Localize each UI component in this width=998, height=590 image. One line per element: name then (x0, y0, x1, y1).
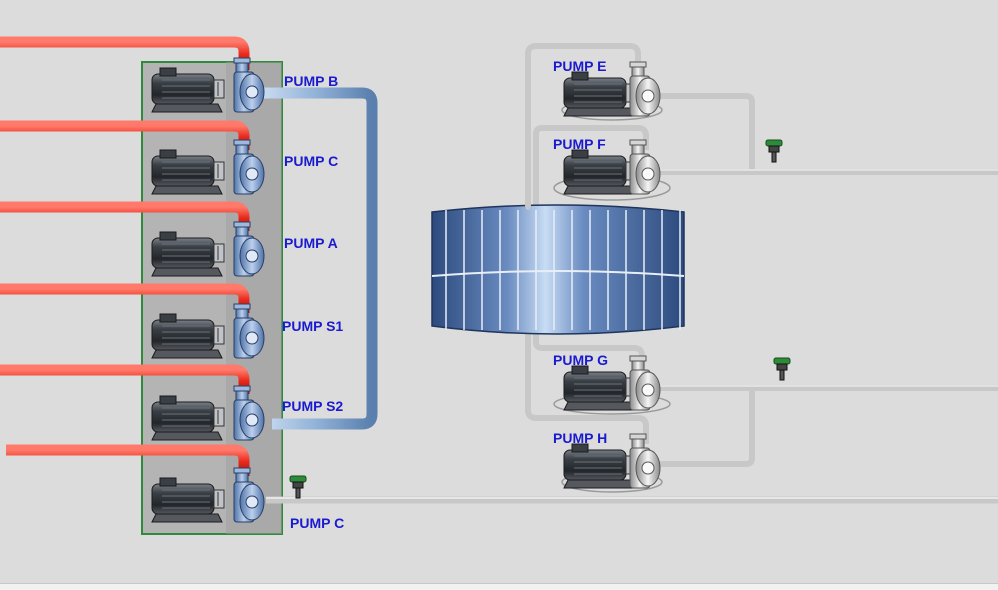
right-pump-label-H: PUMP H (553, 430, 607, 446)
pressure-transmitter-icon[interactable] (773, 357, 791, 381)
skid-pump-label-4: PUMP S1 (282, 318, 343, 334)
pressure-transmitter-icon[interactable] (765, 139, 783, 163)
motor-icon (563, 365, 637, 411)
discharge-header (264, 87, 436, 430)
motor-icon (563, 149, 637, 195)
right-pump-label-G: PUMP G (553, 352, 608, 368)
motor-icon (563, 71, 637, 117)
motor-icon (563, 443, 637, 489)
skid-pump-label-1: PUMP B (284, 73, 338, 89)
storage-tank[interactable] (431, 200, 685, 335)
skid-shadow-strip (226, 62, 282, 534)
right-pump-E[interactable] (561, 61, 663, 121)
centrifugal-pump-icon (629, 61, 661, 117)
right-pump-label-E: PUMP E (553, 58, 606, 74)
right-pump-G[interactable] (553, 355, 671, 415)
right-pump-F[interactable] (553, 139, 671, 201)
suction-pipes (0, 36, 250, 476)
right-pipework (525, 43, 998, 467)
skid-pump-label-6: PUMP C (290, 515, 344, 531)
right-pump-label-F: PUMP F (553, 136, 606, 152)
pressure-transmitter-icon[interactable] (289, 475, 307, 499)
skid-pump-label-2: PUMP C (284, 153, 338, 169)
skid-pump-label-3: PUMP A (284, 235, 338, 251)
right-pump-H[interactable] (561, 433, 663, 493)
skid-pump-label-5: PUMP S2 (282, 398, 343, 414)
status-bar (0, 583, 998, 590)
